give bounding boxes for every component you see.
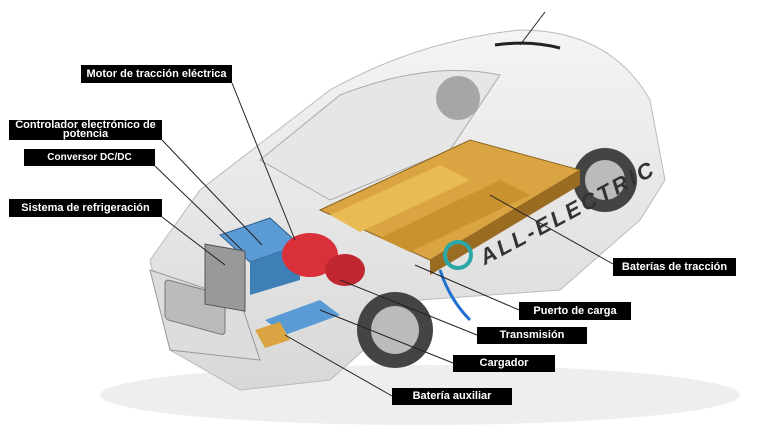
leader-lines [154, 11, 614, 397]
label-aux-battery: Batería auxiliar [392, 388, 512, 405]
roof-antenna [494, 41, 561, 50]
label-transmission: Transmisión [477, 327, 587, 344]
brand-logo [443, 240, 473, 270]
label-charge-port: Puerto de carga [519, 302, 631, 320]
label-converter: Conversor DC/DC [24, 149, 155, 166]
charge-cable [438, 269, 472, 322]
label-motor: Motor de tracción eléctrica [81, 65, 232, 83]
radiator [204, 243, 246, 312]
label-charger: Cargador [453, 355, 555, 372]
label-traction-batteries: Baterías de tracción [613, 258, 736, 276]
label-controller: Controlador electrónico de potencia [9, 119, 162, 140]
aux-battery [255, 322, 290, 348]
motor [282, 233, 365, 286]
rear-wheel-left [436, 76, 480, 120]
label-cooling: Sistema de refrigeración [9, 199, 162, 217]
charger-unit [265, 300, 340, 335]
